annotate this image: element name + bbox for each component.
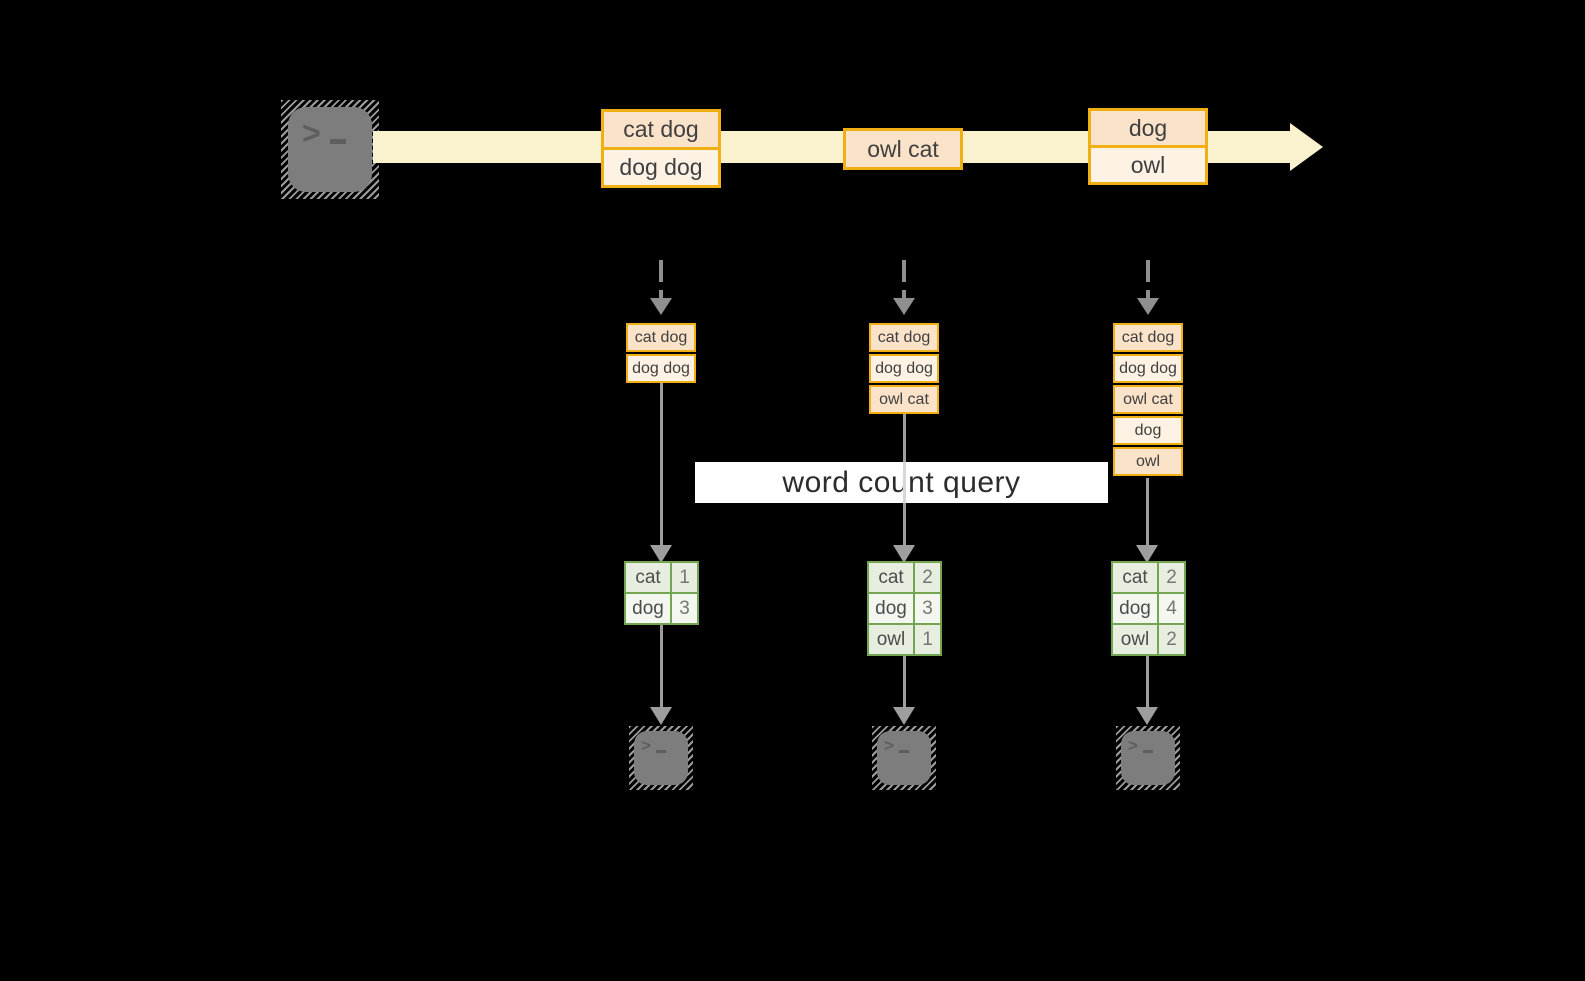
count-word-cell: owl <box>869 625 913 654</box>
micro-batch-stack: cat dog dog dog <box>626 323 696 385</box>
ingest-arrow-shaft <box>659 260 663 300</box>
flow-arrowhead-icon <box>1136 545 1158 563</box>
micro-batch-cell: dog <box>1113 416 1183 445</box>
flow-line <box>660 625 663 707</box>
count-word-cell: dog <box>1113 594 1157 623</box>
terminal-screen: > <box>877 731 931 785</box>
ingest-arrowhead-icon <box>893 298 915 315</box>
terminal-cursor-icon <box>899 750 909 753</box>
flow-arrowhead-icon <box>650 707 672 725</box>
micro-batch-cell: owl cat <box>869 385 939 414</box>
count-word-cell: dog <box>869 594 913 623</box>
stream-batch-cell: dog <box>1088 108 1208 148</box>
count-value-cell: 2 <box>1159 625 1184 654</box>
terminal-screen: > <box>288 107 372 192</box>
output-terminal-icon: > <box>1116 726 1180 790</box>
micro-batch-cell: cat dog <box>869 323 939 352</box>
ingest-arrowhead-icon <box>1137 298 1159 315</box>
stream-arrowhead-icon <box>1290 123 1323 171</box>
micro-batch-stack: cat dog dog dog owl cat <box>869 323 939 416</box>
output-terminal-icon: > <box>629 726 693 790</box>
stream-batch-cell: cat dog <box>601 109 721 150</box>
count-word-cell: owl <box>1113 625 1157 654</box>
stream-batch-cell: owl <box>1088 145 1208 185</box>
terminal-cursor-icon <box>1143 750 1153 753</box>
count-value-cell: 2 <box>1159 563 1184 592</box>
flow-line <box>1146 478 1149 545</box>
count-value-cell: 3 <box>672 594 697 623</box>
micro-batch-cell: dog dog <box>1113 354 1183 383</box>
micro-batch-stack: cat dog dog dog owl cat dog owl <box>1113 323 1183 478</box>
count-word-cell: cat <box>626 563 670 592</box>
flow-arrowhead-icon <box>1136 707 1158 725</box>
terminal-prompt-icon: > <box>302 115 321 151</box>
stream-batch: owl cat <box>843 128 963 170</box>
flow-line <box>660 383 663 545</box>
count-word-cell: dog <box>626 594 670 623</box>
flow-arrowhead-icon <box>893 545 915 563</box>
flow-line-through-band <box>903 462 906 503</box>
terminal-cursor-icon <box>656 750 666 753</box>
micro-batch-cell: cat dog <box>626 323 696 352</box>
count-value-cell: 2 <box>915 563 940 592</box>
count-word-cell: cat <box>1113 563 1157 592</box>
terminal-screen: > <box>1121 731 1175 785</box>
micro-batch-cell: dog dog <box>626 354 696 383</box>
ingest-arrow-shaft <box>902 260 906 300</box>
count-table: cat 2 dog 4 owl 2 <box>1111 561 1186 656</box>
terminal-prompt-icon: > <box>1128 736 1138 755</box>
stream-batch-cell: owl cat <box>843 128 963 170</box>
micro-batch-cell: owl cat <box>1113 385 1183 414</box>
count-value-cell: 1 <box>672 563 697 592</box>
query-label: word count query <box>782 465 1021 499</box>
count-table: cat 2 dog 3 owl 1 <box>867 561 942 656</box>
stream-batch-cell: dog dog <box>601 147 721 188</box>
flow-arrowhead-icon <box>650 545 672 563</box>
count-value-cell: 3 <box>915 594 940 623</box>
stream-batch: cat dog dog dog <box>601 109 721 188</box>
terminal-cursor-icon <box>330 139 346 144</box>
flow-line <box>903 656 906 707</box>
terminal-prompt-icon: > <box>641 736 651 755</box>
count-value-cell: 4 <box>1159 594 1184 623</box>
terminal-screen: > <box>634 731 688 785</box>
terminal-prompt-icon: > <box>884 736 894 755</box>
ingest-arrowhead-icon <box>650 298 672 315</box>
flow-line <box>1146 656 1149 707</box>
stream-batch: dog owl <box>1088 108 1208 185</box>
count-word-cell: cat <box>869 563 913 592</box>
source-terminal-icon: > <box>281 100 379 199</box>
query-label-band: word count query <box>695 462 1108 503</box>
micro-batch-cell: cat dog <box>1113 323 1183 352</box>
micro-batch-cell: dog dog <box>869 354 939 383</box>
count-value-cell: 1 <box>915 625 940 654</box>
output-terminal-icon: > <box>872 726 936 790</box>
flow-arrowhead-icon <box>893 707 915 725</box>
count-table: cat 1 dog 3 <box>624 561 699 625</box>
ingest-arrow-shaft <box>1146 260 1150 300</box>
micro-batch-cell: owl <box>1113 447 1183 476</box>
